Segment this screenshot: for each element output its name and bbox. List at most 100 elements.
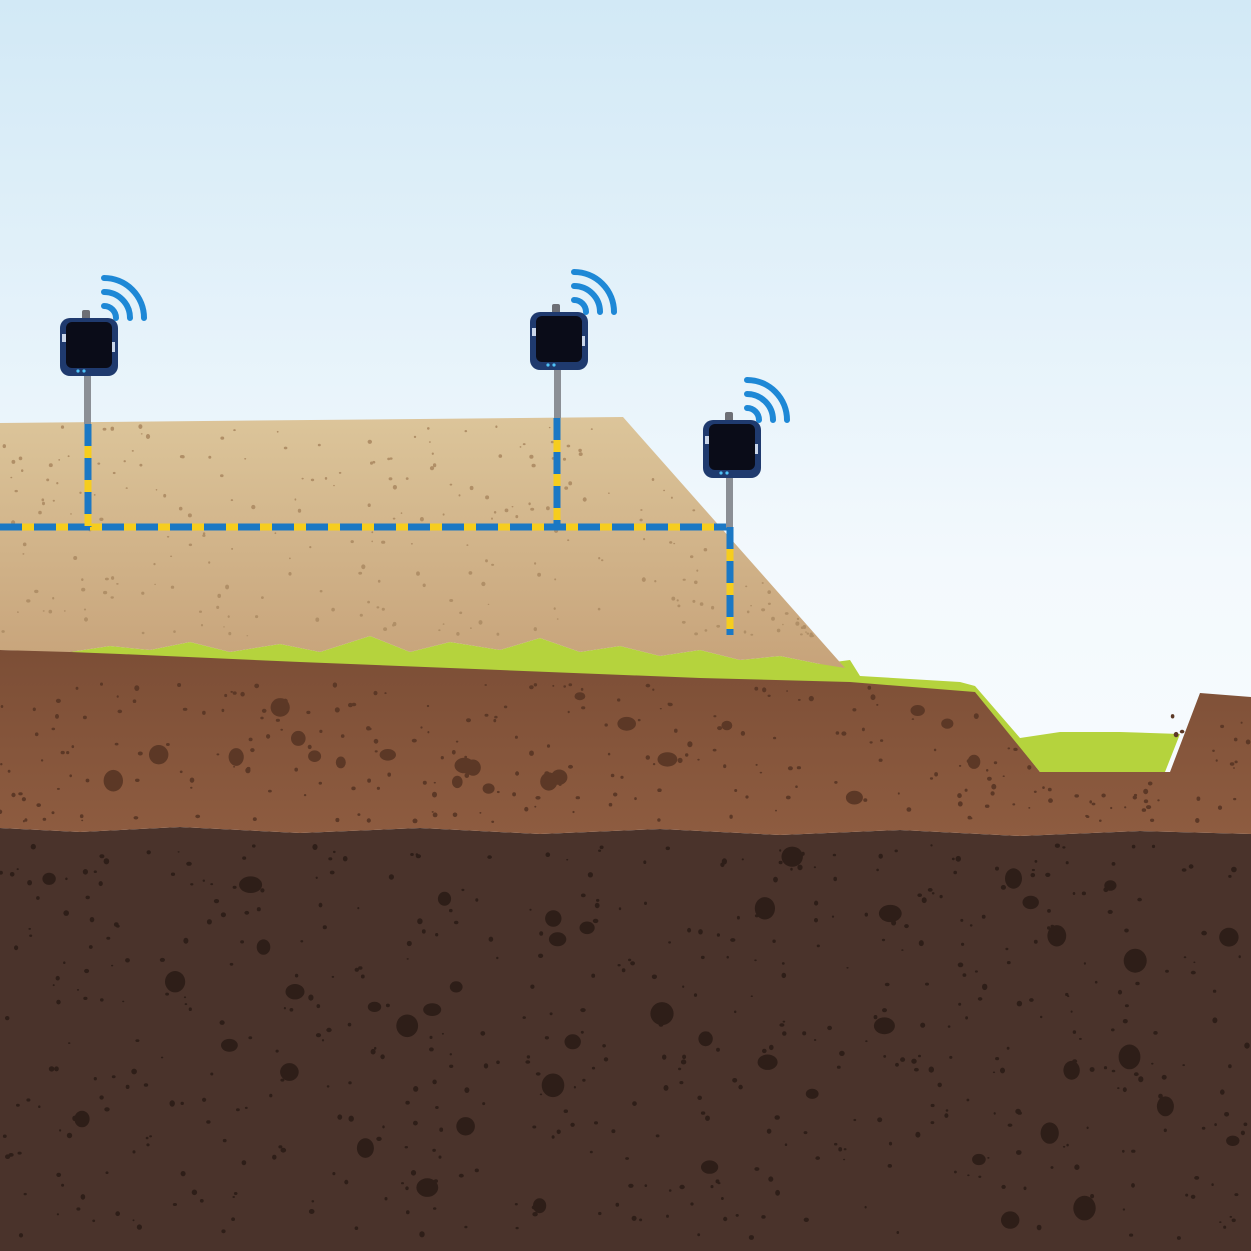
soil-speck (426, 704, 430, 708)
soil-speck (380, 1054, 385, 1060)
soil-speck (1244, 1042, 1250, 1049)
soil-speck (56, 1213, 60, 1216)
soil-speck (85, 895, 90, 900)
logger-left[interactable] (60, 275, 147, 376)
soil-speck (556, 1129, 561, 1135)
soil-speck (884, 982, 890, 987)
soil-speck (1062, 1145, 1066, 1148)
soil-speck (972, 1153, 986, 1166)
soil-speck (529, 454, 534, 459)
soil-speck (920, 1022, 926, 1028)
soil-speck (833, 876, 837, 882)
soil-speck (456, 1117, 475, 1136)
soil-speck (81, 578, 84, 581)
soil-speck (48, 609, 53, 614)
soil-speck (79, 814, 84, 819)
soil-speck (716, 933, 721, 937)
soil-speck (650, 1002, 674, 1026)
soil-speck (796, 766, 802, 770)
soil-speck (698, 929, 703, 935)
soil-speck (48, 1066, 55, 1072)
soil-speck (187, 513, 192, 518)
soil-speck (52, 596, 55, 600)
soil-speck (480, 1031, 486, 1036)
soil-speck (73, 556, 78, 560)
soil-speck (1173, 731, 1179, 738)
soil-speck (331, 607, 335, 612)
soil-speck (514, 735, 518, 739)
soil-speck (761, 1215, 766, 1219)
soil-speck (210, 1072, 214, 1076)
soil-speck (177, 851, 180, 853)
soil-speck (208, 455, 212, 459)
soil-speck (1215, 759, 1218, 762)
soil-speck (803, 1217, 809, 1223)
soil-speck (995, 1057, 1000, 1061)
embankment-layer (0, 417, 845, 668)
logger-right[interactable] (703, 377, 790, 478)
soil-speck (190, 883, 194, 886)
soil-speck (682, 1054, 687, 1060)
soil-speck (99, 854, 105, 859)
soil-speck (255, 615, 259, 619)
soil-speck (1063, 1060, 1080, 1080)
soil-speck (474, 1168, 479, 1173)
soil-speck (544, 1036, 550, 1040)
soil-speck (367, 600, 370, 604)
soil-speck (358, 571, 363, 575)
soil-speck (973, 713, 979, 719)
soil-speck (738, 1084, 743, 1090)
soil-speck (361, 564, 366, 570)
soil-speck (367, 1001, 382, 1013)
soil-speck (900, 1057, 906, 1062)
soil-speck (280, 1078, 285, 1082)
soil-speck (354, 967, 359, 972)
soil-speck (525, 1060, 531, 1064)
soil-speck (117, 709, 123, 714)
soil-speck (1111, 1069, 1116, 1073)
soil-speck (957, 962, 964, 968)
soil-speck (962, 973, 967, 977)
soil-speck (75, 686, 79, 690)
logger-middle[interactable] (530, 269, 617, 370)
soil-speck (882, 1008, 887, 1013)
soil-speck (240, 940, 245, 944)
soil-speck (405, 1100, 410, 1105)
soil-speck (778, 860, 783, 865)
soil-speck (149, 1135, 153, 1138)
soil-speck (276, 430, 279, 433)
soil-speck (925, 982, 929, 986)
soil-speck (228, 748, 244, 766)
soil-speck (99, 1095, 104, 1100)
soil-speck (230, 690, 233, 693)
soil-speck (1223, 1225, 1227, 1229)
soil-speck (396, 1014, 419, 1038)
soil-speck (24, 818, 28, 822)
soil-speck (179, 770, 183, 774)
soil-speck (795, 621, 800, 626)
soil-speck (405, 1186, 409, 1191)
soil-speck (475, 898, 479, 902)
soil-speck (104, 1107, 110, 1112)
soil-speck (549, 1012, 553, 1016)
soil-speck (865, 1040, 868, 1043)
soil-speck (146, 1143, 150, 1147)
soil-speck (723, 1216, 728, 1222)
soil-speck (65, 877, 68, 881)
soil-speck (1211, 1183, 1214, 1186)
soil-speck (125, 487, 128, 489)
soil-speck (911, 1058, 917, 1064)
soil-speck (1163, 1128, 1167, 1133)
soil-speck (438, 1155, 442, 1159)
soil-speck (83, 608, 87, 611)
soil-speck (188, 1007, 192, 1011)
soil-speck (673, 542, 676, 545)
soil-speck (348, 1081, 352, 1085)
soil-speck (676, 599, 679, 602)
soil-speck (441, 1032, 444, 1035)
soil-speck (852, 708, 857, 712)
soil-speck (598, 557, 601, 560)
soil-speck (1111, 862, 1116, 866)
soil-speck (515, 1226, 519, 1230)
soil-speck (16, 1103, 20, 1107)
